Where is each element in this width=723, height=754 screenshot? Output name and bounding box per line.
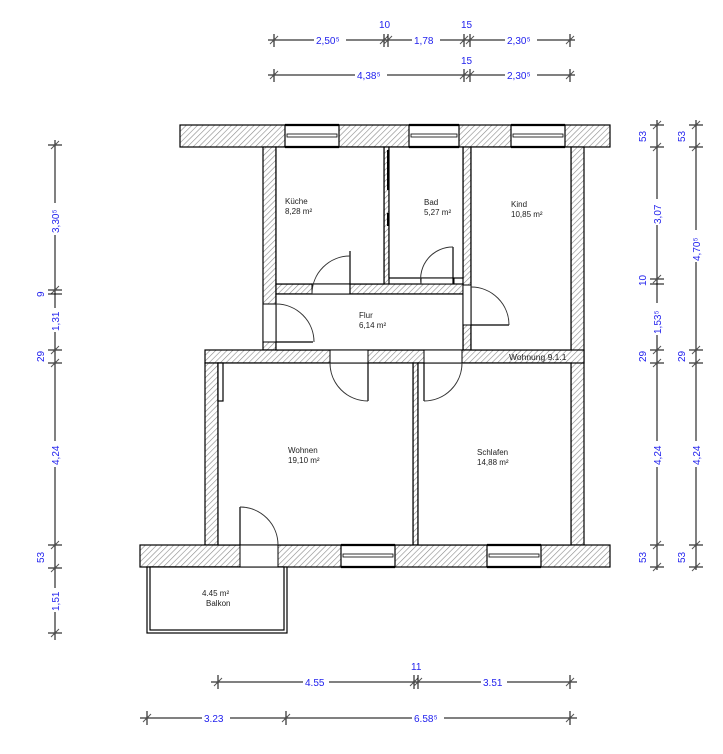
- dim-right-inner-small-53b: 53: [638, 551, 649, 563]
- door-bad[interactable]: [420, 246, 455, 285]
- label-balkon-name: Balkon: [206, 599, 230, 608]
- dim-left-seg4: 1,51: [51, 591, 62, 611]
- doors: [239, 246, 510, 568]
- window-schlafen: [486, 543, 542, 569]
- dim-bottom1-seg2: 3.51: [483, 678, 503, 689]
- dim-top1-seg3: 2,30⁵: [507, 36, 531, 47]
- dim-right-outer-small-53b: 53: [677, 551, 688, 563]
- label-bad-name: Bad: [424, 198, 438, 207]
- dim-top1-small1: 10: [379, 20, 391, 31]
- wall-left-lower: [204, 362, 219, 546]
- dim-left-small-53: 53: [36, 551, 47, 563]
- window-kueche: [284, 123, 340, 149]
- dim-top1-seg1: 2,50⁵: [316, 36, 340, 47]
- rooms: [146, 146, 572, 634]
- dim-bottom-row1: 4.55 3.51 11: [211, 662, 577, 689]
- dim-bottom1-seg1: 4.55: [305, 678, 325, 689]
- dim-right-inner-seg1: 3,07: [653, 204, 664, 224]
- dim-top1-small2: 15: [461, 20, 473, 31]
- label-kueche-name: Küche: [285, 197, 308, 206]
- label-wohnen-name: Wohnen: [288, 446, 318, 455]
- dim-bottom1-small1: 11: [411, 662, 422, 673]
- dim-left-seg3: 4,24: [51, 445, 62, 465]
- wall-flur-top: [275, 283, 464, 295]
- room-kind[interactable]: [470, 146, 572, 351]
- dim-right-inner-small-10: 10: [638, 274, 649, 286]
- wohnen-niche: [217, 362, 224, 402]
- dim-right-inner-small-29: 29: [638, 350, 649, 362]
- dim-top2-small1: 15: [461, 56, 473, 67]
- label-balkon-area: 4.45 m²: [202, 589, 229, 598]
- dim-right-inner: 3,07 1,53⁵ 4,24 53 10 29 53: [638, 120, 664, 572]
- dim-left: 3,30⁵ 1,31 4,24 1,51 9 29 53: [36, 140, 62, 640]
- door-schlafen[interactable]: [423, 349, 463, 402]
- dim-bottom2-seg2: 6.58⁵: [414, 714, 438, 725]
- label-wohnen-area: 19,10 m²: [288, 456, 320, 465]
- dim-right-inner-small-53a: 53: [638, 130, 649, 142]
- window-wohnen: [340, 543, 396, 569]
- door-kueche[interactable]: [311, 251, 351, 295]
- dim-top-row2: 4,38⁵ 2,30⁵ 15: [268, 56, 575, 82]
- label-kind-area: 10,85 m²: [511, 210, 543, 219]
- room-wohnen[interactable]: [217, 362, 414, 546]
- dim-right-outer: 4,70⁵ 4,24 53 29 53: [677, 120, 703, 572]
- label-bad-area: 5,27 m²: [424, 208, 451, 217]
- door-balkon[interactable]: [239, 506, 279, 568]
- wall-wohnen-schlafen: [412, 362, 419, 546]
- label-flur-area: 6,14 m²: [359, 321, 386, 330]
- dim-left-seg2: 1,31: [51, 311, 62, 331]
- room-balkon-inner: [149, 566, 285, 631]
- dim-left-small-9: 9: [36, 291, 47, 297]
- label-kind-name: Kind: [511, 200, 527, 209]
- dim-right-outer-small-53a: 53: [677, 130, 688, 142]
- dim-right-outer-seg1: 4,70⁵: [692, 237, 703, 261]
- dim-right-inner-seg3: 4,24: [653, 445, 664, 465]
- dim-right-inner-seg2: 1,53⁵: [653, 310, 664, 334]
- dim-bottom2-seg1: 3.23: [204, 714, 224, 725]
- room-labels: Küche 8,28 m² Bad 5,27 m² Kind 10,85 m² …: [202, 197, 567, 608]
- label-schlafen-name: Schlafen: [477, 448, 508, 457]
- door-wohnen[interactable]: [329, 349, 369, 402]
- door-kind[interactable]: [462, 284, 510, 326]
- dim-bottom-row2: 3.23 6.58⁵: [140, 711, 577, 725]
- dim-top1-seg2: 1,78: [414, 36, 434, 47]
- dim-left-small-29: 29: [36, 350, 47, 362]
- dim-right-outer-small-29: 29: [677, 350, 688, 362]
- dim-left-seg1: 3,30⁵: [51, 209, 62, 233]
- dim-top2-seg2: 2,30⁵: [507, 71, 531, 82]
- label-kueche-area: 8,28 m²: [285, 207, 312, 216]
- room-bad[interactable]: [388, 146, 464, 279]
- dim-top2-seg1: 4,38⁵: [357, 71, 381, 82]
- dim-top-row1: 2,50⁵ 1,78 2,30⁵ 10 15: [268, 20, 575, 47]
- windows: [284, 123, 566, 569]
- window-bad: [408, 123, 460, 149]
- wall-right: [570, 146, 585, 546]
- unit-label: Wohnung 9.1.1: [509, 352, 567, 362]
- window-kind: [510, 123, 566, 149]
- door-entrance[interactable]: [262, 303, 315, 343]
- label-flur-name: Flur: [359, 311, 373, 320]
- dim-right-outer-seg2: 4,24: [692, 445, 703, 465]
- label-schlafen-area: 14,88 m²: [477, 458, 509, 467]
